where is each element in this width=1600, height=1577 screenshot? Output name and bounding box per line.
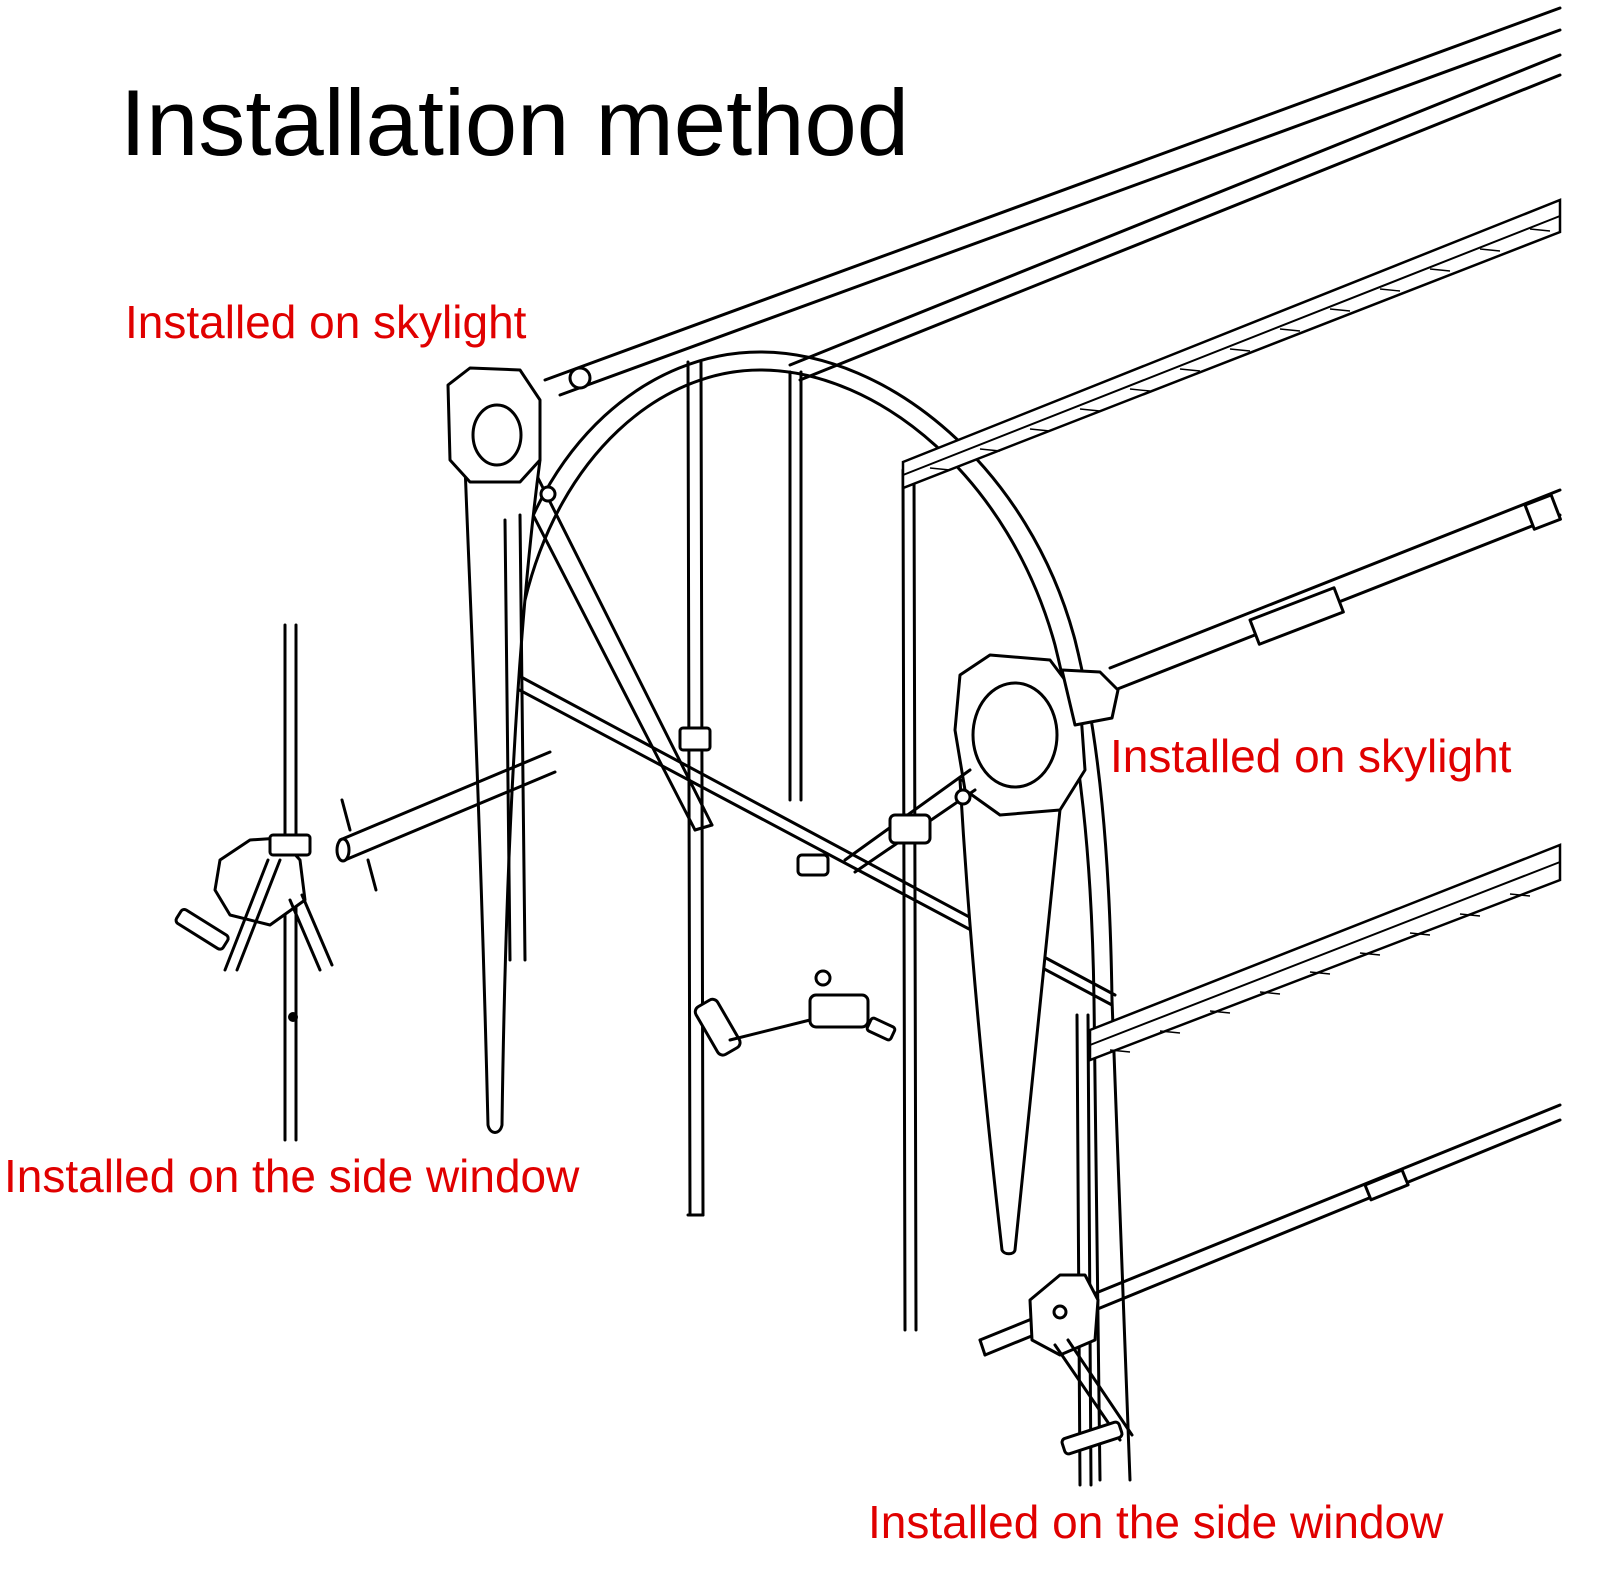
- lower-film-rail: [1088, 843, 1562, 1062]
- right-skylight-winder: [678, 653, 1120, 1256]
- left-side-window-gearbox: [174, 750, 557, 972]
- upper-film-rail: [901, 198, 1562, 490]
- label-skylight-left: Installed on skylight: [125, 296, 527, 348]
- page-title: Installation method: [120, 70, 909, 175]
- label-skylight-right: Installed on skylight: [1110, 730, 1512, 782]
- label-side-window-left: Installed on the side window: [4, 1150, 580, 1202]
- roof-rails: [543, 6, 1562, 397]
- skylight-shaft: [1108, 488, 1562, 692]
- right-side-window-gearbox: [1028, 1273, 1134, 1456]
- left-skylight-winder: [446, 366, 592, 1134]
- spare-crank-parts: [693, 969, 897, 1057]
- label-side-window-right: Installed on the side window: [868, 1496, 1444, 1548]
- greenhouse-arch: [503, 350, 1132, 1482]
